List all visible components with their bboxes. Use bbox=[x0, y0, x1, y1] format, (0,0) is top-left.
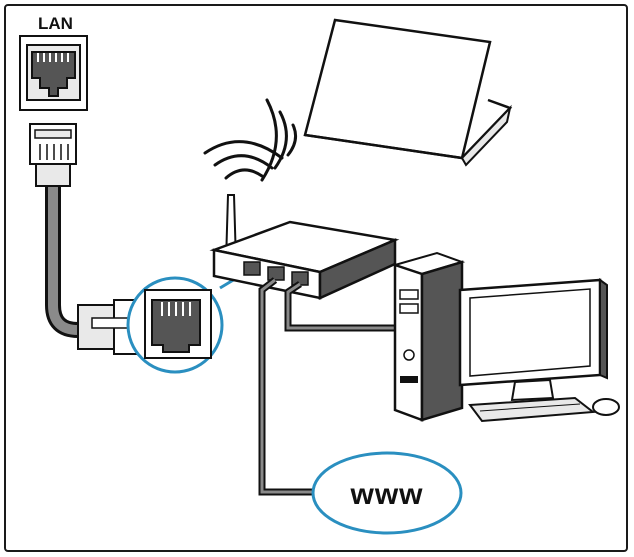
router-icon bbox=[209, 194, 400, 300]
mouse-icon bbox=[592, 398, 620, 416]
wifi-signal-icon bbox=[203, 98, 298, 182]
router-to-desktop-cable bbox=[284, 281, 402, 332]
keyboard-icon bbox=[468, 396, 596, 423]
laptop-icon bbox=[303, 18, 513, 167]
internet-label: www bbox=[349, 478, 423, 511]
desktop-tower-icon bbox=[391, 251, 466, 422]
lan-plug-top-icon bbox=[29, 123, 77, 187]
lan-wall-port-icon bbox=[19, 35, 88, 111]
internet-bubble: www bbox=[311, 451, 463, 535]
magnified-router-port bbox=[126, 268, 251, 374]
lan-label: LAN bbox=[38, 14, 73, 33]
router-to-internet-cable bbox=[258, 277, 318, 496]
desktop-monitor-icon bbox=[458, 278, 608, 402]
